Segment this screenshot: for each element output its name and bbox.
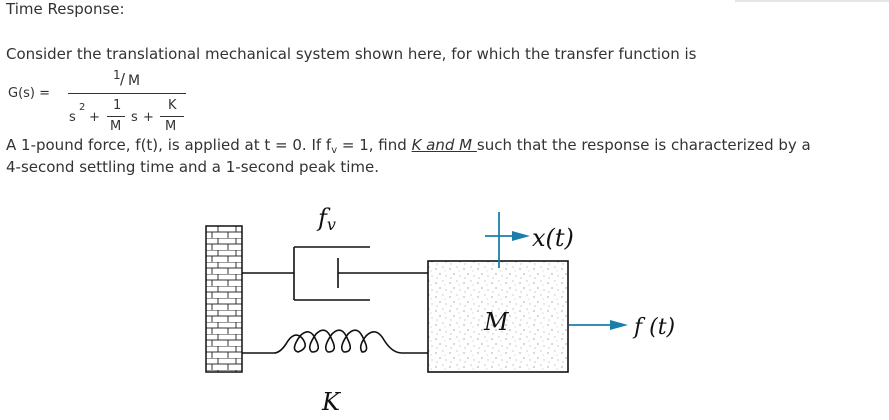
problem-line-1: A 1-pound force, f(t), is applied at t =…	[6, 135, 811, 161]
damper-label-sub: v	[327, 215, 336, 234]
section-heading: Time Response:	[6, 0, 125, 18]
problem-text-b: = 1, find	[337, 136, 412, 154]
tf-plus2: +	[143, 110, 154, 125]
tf-num-slash: /	[120, 70, 126, 88]
displacement-arrow	[485, 212, 530, 268]
tf-num-top: 1	[113, 68, 121, 82]
tf-frac2-num: K	[168, 98, 177, 113]
mass-label: M	[483, 308, 510, 336]
tf-frac1-den: M	[110, 119, 122, 134]
tf-lhs: G(s) =	[8, 86, 51, 101]
force-label: f (t)	[632, 315, 675, 340]
problem-text-c: such that the response is characterized …	[476, 136, 811, 154]
problem-text-a: A 1-pound force, f(t), is applied at t =…	[6, 136, 332, 154]
spring	[242, 329, 428, 354]
top-divider	[735, 0, 889, 2]
tf-plus1: +	[89, 110, 100, 125]
displacement-label: x(t)	[532, 224, 574, 252]
k-and-m-link[interactable]: K and M	[411, 136, 477, 154]
tf-den-s: s	[69, 110, 76, 125]
force-arrow	[569, 320, 628, 330]
problem-line-2: 4-second settling time and a 1-second pe…	[6, 158, 380, 176]
fixed-wall	[205, 225, 243, 373]
intro-text: Consider the translational mechanical sy…	[6, 45, 697, 63]
tf-frac1-num: 1	[113, 98, 122, 113]
damper-label: fv	[316, 204, 336, 234]
tf-den-sq: 2	[79, 102, 86, 113]
tf-num-bottom: M	[128, 73, 141, 89]
problem-sub-v: v	[331, 145, 338, 156]
tf-frac1-bar	[107, 116, 125, 117]
damper	[242, 246, 428, 301]
tf-main-bar	[68, 93, 186, 94]
tf-frac2-bar	[160, 116, 184, 117]
spring-label: K	[321, 388, 342, 416]
tf-frac2-den: M	[165, 119, 177, 134]
mass-block	[427, 260, 569, 373]
tf-den-s2: s	[131, 110, 138, 125]
